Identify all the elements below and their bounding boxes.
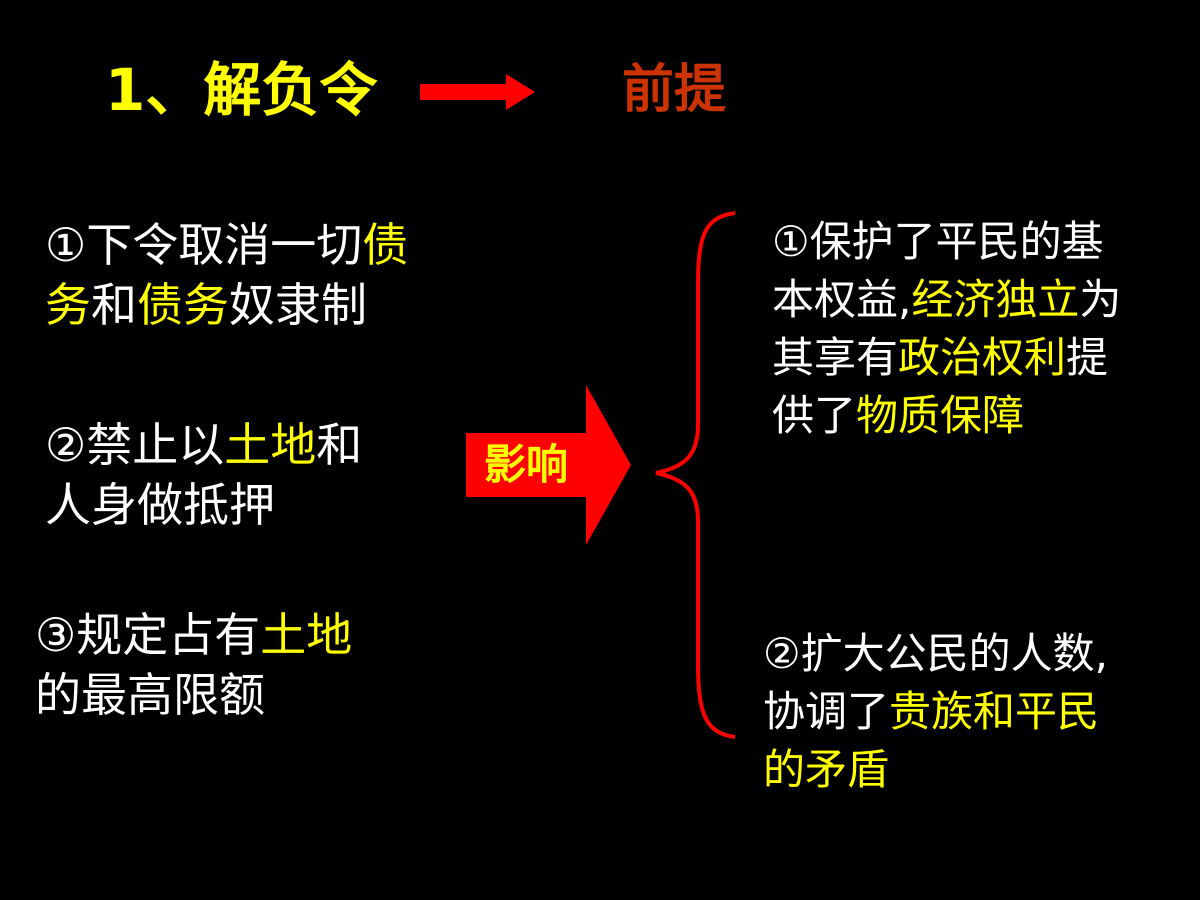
- body-text: 和: [316, 418, 363, 472]
- body-text: ③规定占有: [35, 608, 261, 662]
- impact-label: 影响: [483, 440, 568, 489]
- curly-brace-icon: [655, 211, 736, 739]
- highlight-text: 务: [45, 278, 91, 332]
- measure-1: ①下令取消一切债务和债务奴隶制: [45, 215, 408, 335]
- measure-line: 的最高限额: [35, 665, 352, 725]
- measure-line: ①下令取消一切债: [45, 215, 408, 275]
- effect-line: 本权益,经济独立为: [772, 271, 1121, 329]
- effect-1: ①保护了平民的基本权益,经济独立为其享有政治权利提供了物质保障: [772, 213, 1121, 445]
- effect-line: ①保护了平民的基: [772, 213, 1121, 271]
- highlight-text: 贵族和平民: [889, 687, 1100, 736]
- body-text: 提: [1066, 333, 1109, 382]
- right-arrow-icon: [420, 74, 535, 110]
- effect-line: 供了物质保障: [772, 387, 1121, 445]
- measure-line: 务和债务奴隶制: [45, 275, 408, 335]
- page-title: 1、解负令: [105, 56, 378, 124]
- highlight-text: 债务: [137, 278, 229, 332]
- body-text: ①下令取消一切: [45, 218, 363, 272]
- body-text: ②禁止以: [45, 418, 225, 472]
- body-text: 本权益,: [772, 275, 912, 324]
- effect-line: ②扩大公民的人数,: [763, 625, 1108, 683]
- body-text: 和: [91, 278, 137, 332]
- impact-arrow-icon: [466, 385, 631, 545]
- measure-2: ②禁止以土地和人身做抵押: [45, 415, 362, 535]
- body-text: ②扩大公民的人数,: [763, 629, 1109, 678]
- body-text: 奴隶制: [229, 278, 367, 332]
- highlight-text: 债: [362, 218, 409, 272]
- measure-3: ③规定占有土地的最高限额: [35, 605, 352, 725]
- measure-line: ②禁止以土地和: [45, 415, 362, 475]
- effect-2: ②扩大公民的人数,协调了贵族和平民的矛盾: [763, 625, 1108, 799]
- body-text: 为: [1079, 275, 1122, 324]
- body-text: 协调了: [763, 687, 890, 736]
- body-text: ①保护了平民的基: [772, 217, 1104, 266]
- premise-label: 前提: [622, 60, 727, 120]
- body-text: 其享有: [772, 333, 899, 382]
- highlight-text: 物质保障: [856, 391, 1025, 440]
- effect-line: 协调了贵族和平民: [763, 683, 1108, 741]
- highlight-text: 的矛盾: [763, 745, 890, 794]
- highlight-text: 经济独立: [911, 275, 1080, 324]
- effect-line: 的矛盾: [763, 741, 1108, 799]
- highlight-text: 土地: [224, 418, 317, 472]
- effect-line: 其享有政治权利提: [772, 329, 1121, 387]
- highlight-text: 政治权利: [898, 333, 1067, 382]
- measure-line: 人身做抵押: [45, 475, 362, 535]
- body-text: 人身做抵押: [45, 478, 275, 532]
- highlight-text: 土地: [260, 608, 353, 662]
- body-text: 供了: [772, 391, 857, 440]
- body-text: 的最高限额: [35, 668, 265, 722]
- measure-line: ③规定占有土地: [35, 605, 352, 665]
